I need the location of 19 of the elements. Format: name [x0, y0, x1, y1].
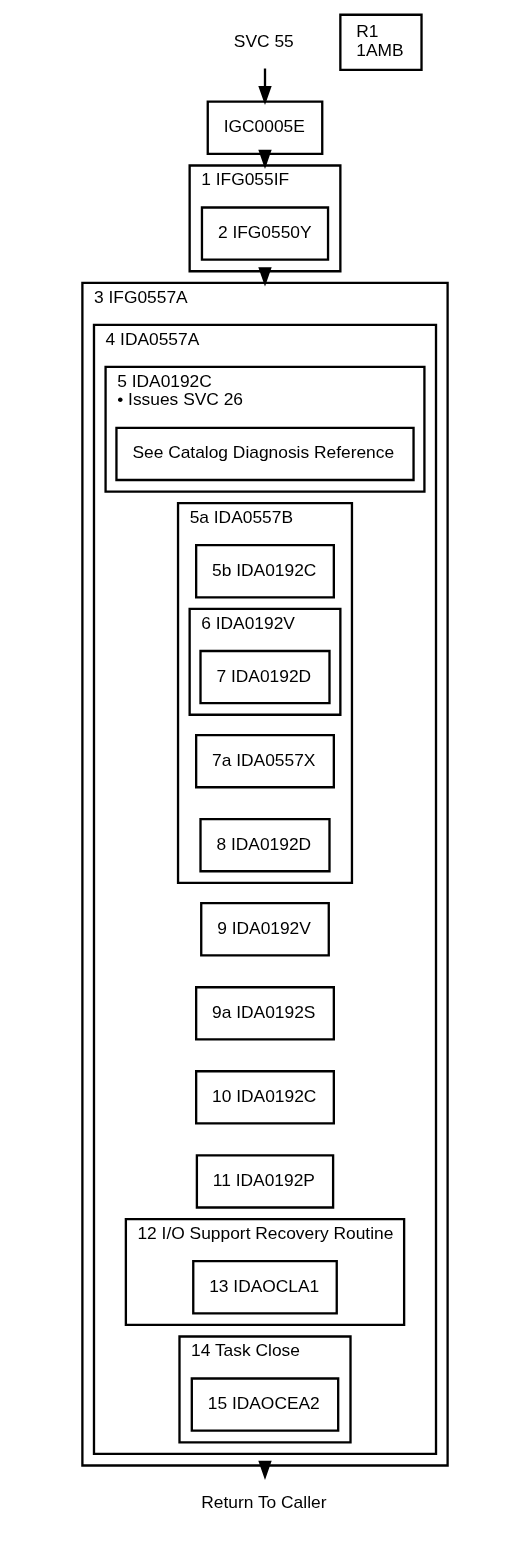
node-box: 9 IDA0192V [199, 902, 330, 957]
arrow [257, 1460, 272, 1480]
arrow [257, 68, 272, 106]
node-box: 11 IDA0192P [195, 1154, 334, 1209]
node-box: R1 1AMB [338, 13, 423, 71]
node-box: 9a IDA0192S [194, 986, 335, 1041]
node-box: 7 IDA0192D [198, 649, 331, 705]
node-box: 5b IDA0192C [194, 544, 335, 599]
node-text: Return To Caller [200, 1491, 326, 1512]
node-box: 15 IDAOCEA2 [190, 1377, 339, 1432]
node-box: 2 IFG0550Y [200, 206, 329, 261]
node-box: 10 IDA0192C [194, 1070, 335, 1125]
node-text: SVC 55 [233, 30, 294, 51]
node-box: See Catalog Diagnosis Reference [114, 426, 415, 482]
arrow [257, 267, 272, 287]
node-box: 13 IDAOCLA1 [191, 1259, 338, 1315]
arrow [257, 149, 272, 169]
node-box: 8 IDA0192D [198, 817, 331, 873]
node-box: 7a IDA0557X [194, 733, 335, 789]
